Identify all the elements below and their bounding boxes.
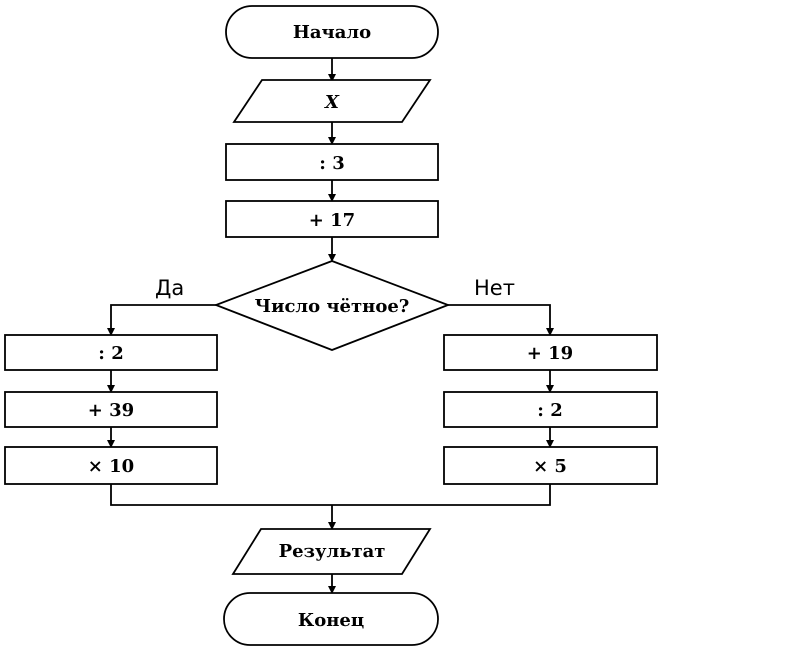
start-label: Начало [293, 22, 371, 43]
no-step-1: + 19 [527, 343, 573, 364]
yes-step-2: + 39 [88, 400, 134, 421]
decision-label: Число чётное? [255, 296, 410, 317]
no-branch: + 19 : 2 × 5 [443, 334, 658, 485]
no-step-3: × 5 [533, 456, 567, 477]
input-label: X [324, 92, 340, 113]
process-divide-3-label: : 3 [319, 153, 344, 174]
output-node: Результат [231, 528, 432, 575]
input-node: X [232, 79, 432, 123]
process-add-17: + 17 [225, 200, 439, 238]
output-label: Результат [279, 541, 386, 562]
arrowheads [107, 74, 554, 594]
yes-step-1: : 2 [98, 343, 123, 364]
process-divide-3: : 3 [225, 143, 439, 181]
process-add-17-label: + 17 [309, 210, 355, 231]
end-node: Конец [223, 592, 439, 646]
no-step-2: : 2 [537, 400, 562, 421]
no-label: Нет [474, 276, 515, 300]
connectors [110, 58, 551, 588]
start-node: Начало [225, 5, 439, 59]
decision-node: Число чётное? [213, 260, 451, 351]
yes-step-3: × 10 [88, 456, 134, 477]
end-label: Конец [298, 610, 364, 631]
yes-branch: : 2 + 39 × 10 [4, 334, 218, 485]
yes-label: Да [155, 276, 184, 300]
